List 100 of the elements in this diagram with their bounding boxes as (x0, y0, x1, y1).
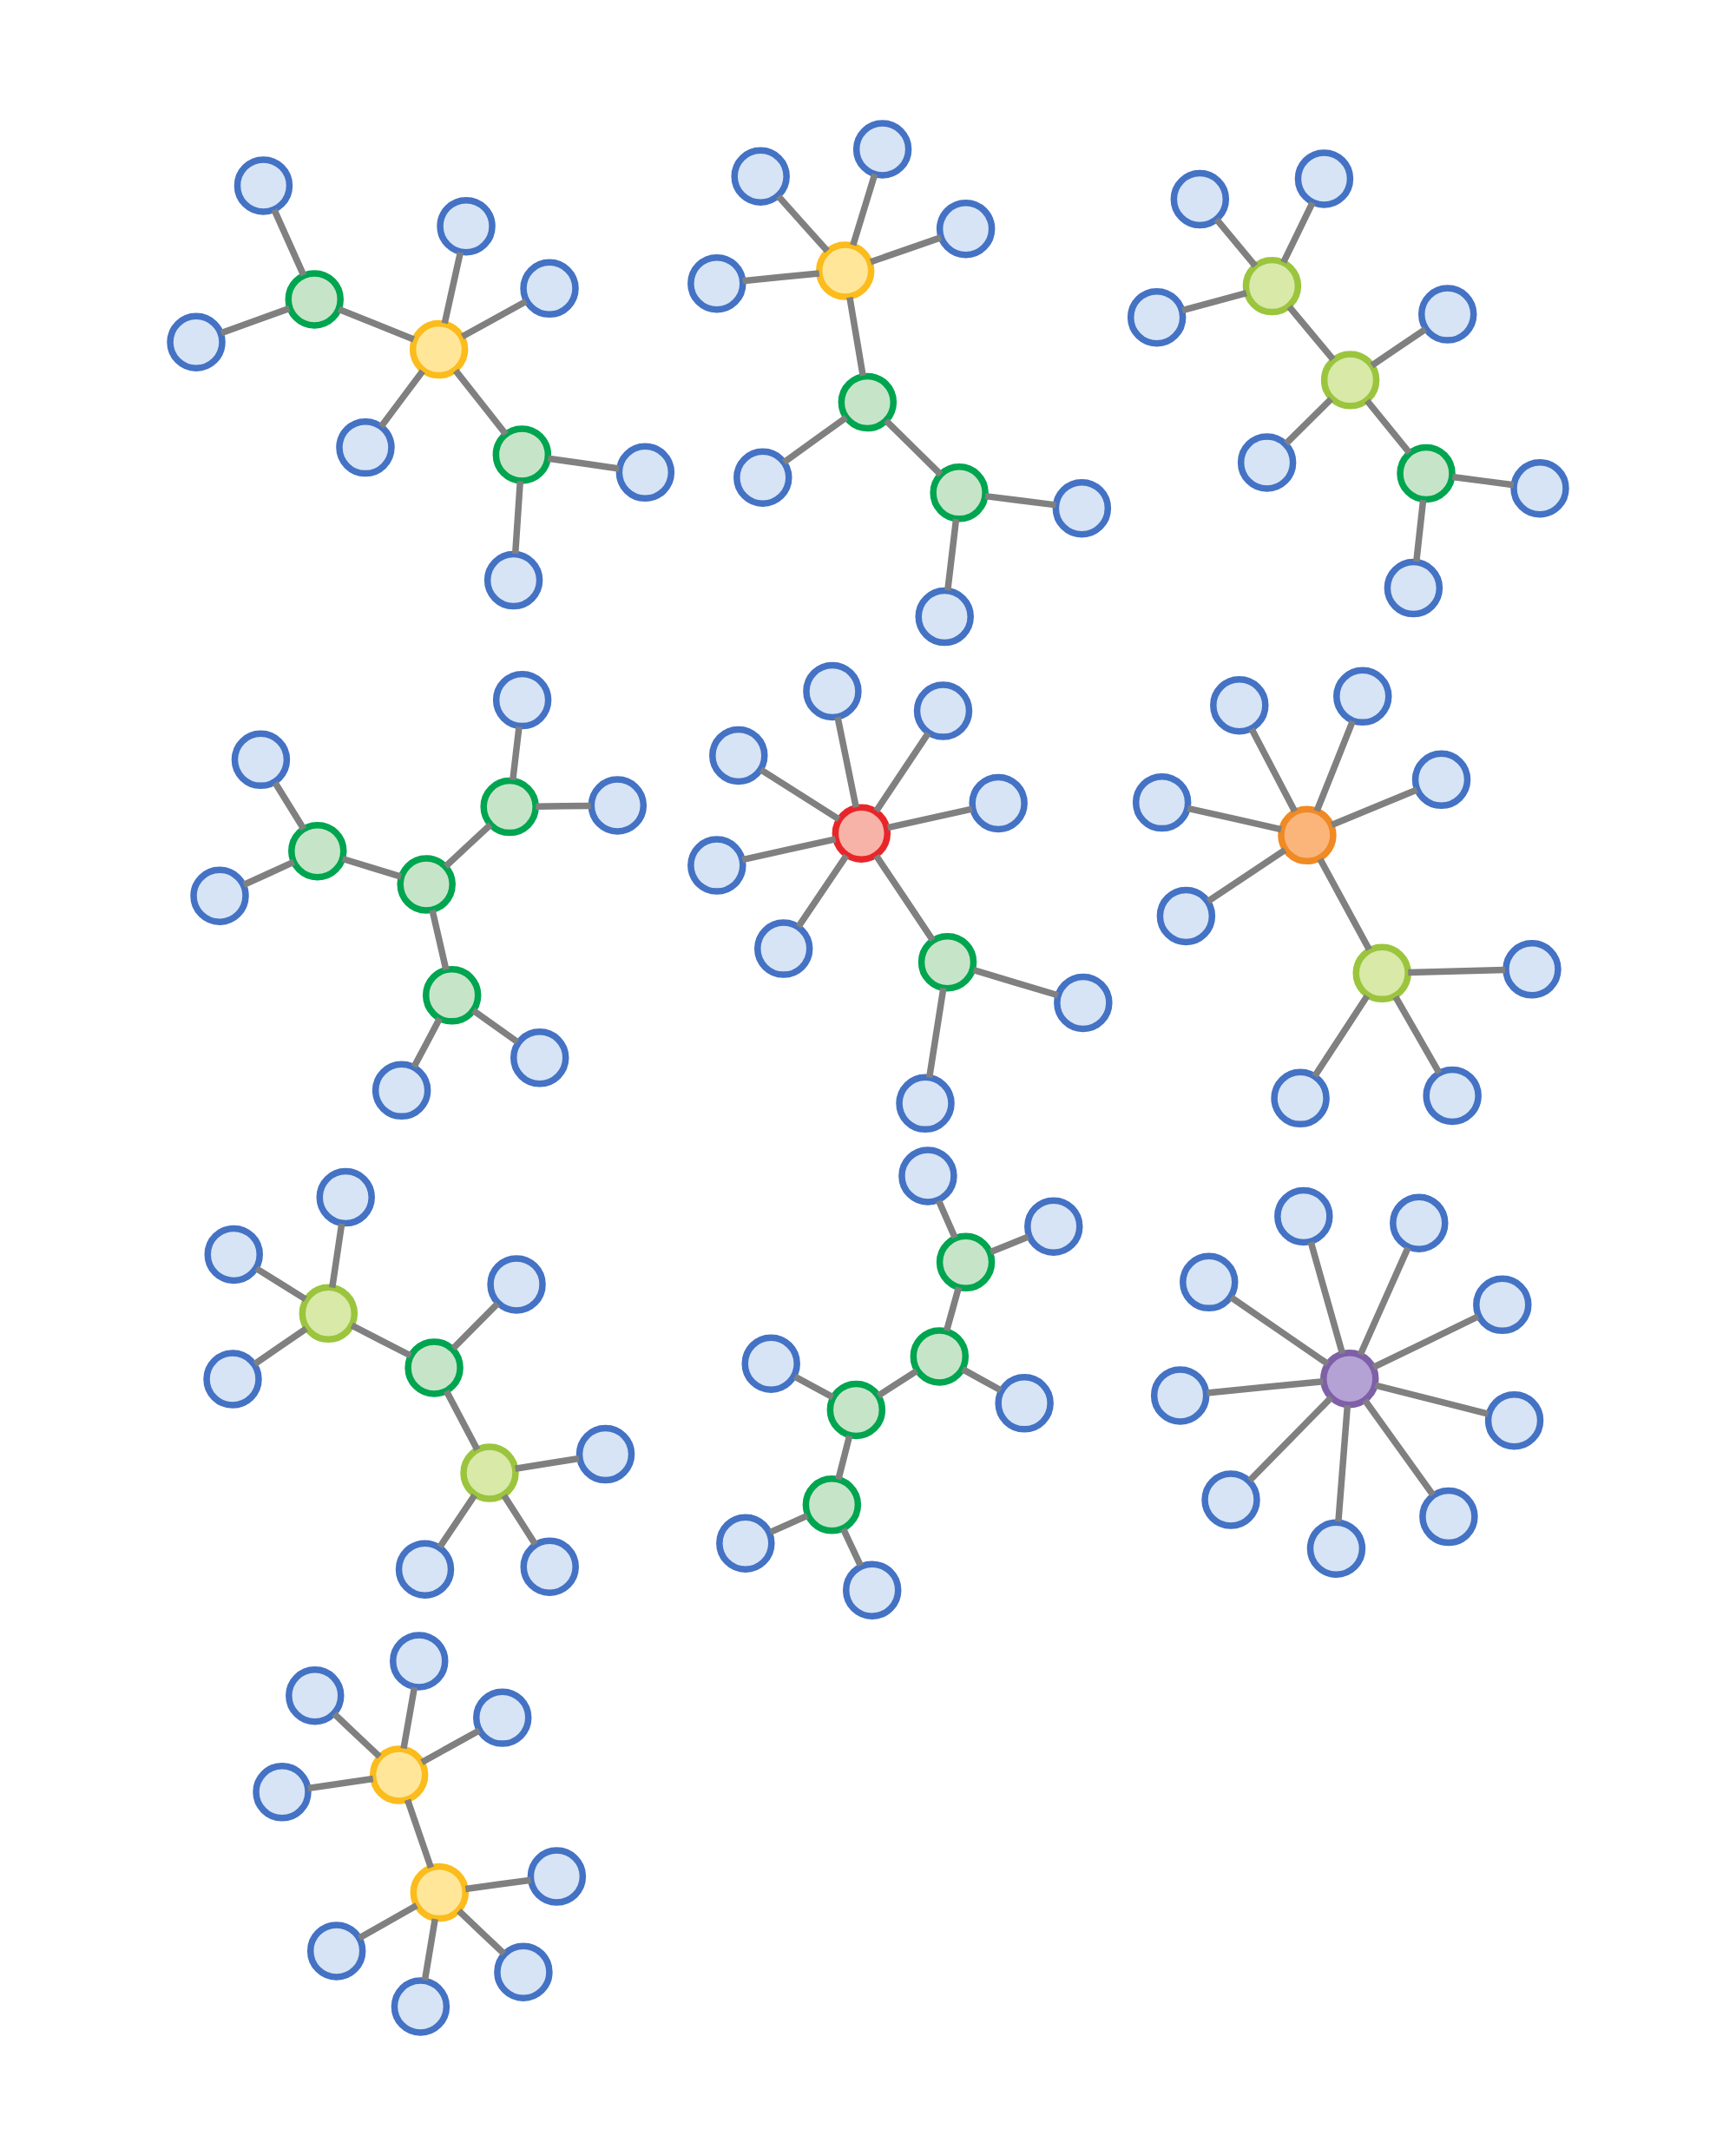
connector (404, 1798, 434, 1869)
connector (795, 853, 850, 929)
connector (337, 306, 415, 342)
node-circle (253, 1762, 312, 1821)
connector (1187, 805, 1282, 832)
node-circle (492, 424, 552, 484)
node-circle (492, 670, 552, 729)
node-circle (1384, 558, 1443, 617)
connector (984, 492, 1056, 509)
node-circle (709, 726, 768, 785)
connector (443, 1389, 481, 1451)
node-circle (167, 312, 226, 371)
connector (1247, 1395, 1334, 1483)
node-circle (1320, 350, 1380, 410)
connector (420, 1726, 482, 1765)
connector (1371, 1312, 1480, 1370)
connector (510, 726, 523, 780)
node-circle (286, 1666, 345, 1725)
connector (536, 802, 591, 810)
node-circle (409, 319, 469, 378)
node-circle (917, 932, 977, 991)
connector (437, 1493, 477, 1549)
connector (835, 1434, 853, 1481)
node-circle (1306, 1518, 1366, 1578)
node-circle (510, 1028, 569, 1087)
connector (1413, 499, 1427, 562)
connector (1357, 1245, 1411, 1356)
connector (332, 1711, 382, 1759)
connector (1392, 995, 1443, 1074)
node-circle (1242, 256, 1302, 315)
connector (253, 1325, 308, 1367)
node-circle (422, 965, 482, 1025)
node-circle (1024, 1196, 1083, 1256)
connector (886, 805, 973, 831)
node-circle (1418, 284, 1477, 344)
node-circle (190, 866, 249, 925)
node-circle (391, 1976, 450, 2036)
node-circle (299, 1284, 358, 1343)
connector (873, 731, 931, 812)
connector (470, 1007, 520, 1045)
connector (429, 909, 450, 970)
node-circle (838, 372, 898, 431)
node-circle (852, 119, 912, 179)
connector (411, 1016, 443, 1068)
connector (742, 269, 820, 284)
connector (220, 305, 291, 336)
node-circle (285, 269, 344, 329)
connector (884, 417, 944, 476)
connector (1335, 1404, 1351, 1521)
node-circle (615, 443, 675, 502)
connector (1248, 726, 1298, 813)
connector (768, 1512, 809, 1535)
node-circle (1274, 1186, 1333, 1245)
node-circle (1397, 443, 1456, 503)
node-circle (969, 773, 1028, 832)
connector (1307, 1240, 1346, 1354)
node-circle (316, 1167, 375, 1226)
node-circle (1278, 805, 1337, 864)
node-circle (1052, 478, 1112, 537)
connector (1370, 325, 1428, 368)
connector (925, 987, 947, 1078)
connector (1284, 396, 1333, 446)
node-circle (288, 821, 347, 880)
connector (547, 455, 620, 472)
connector (443, 822, 493, 869)
node-circle (520, 259, 579, 318)
connector (460, 298, 528, 339)
connector (876, 1368, 919, 1398)
node-circle (1510, 458, 1569, 517)
connector (741, 835, 837, 863)
connector (869, 233, 943, 265)
connector (759, 766, 841, 822)
connector (846, 296, 866, 376)
node-circle (815, 240, 875, 300)
connector (776, 194, 830, 253)
connector (1213, 216, 1259, 268)
connector (989, 1233, 1030, 1255)
connector (1374, 1382, 1489, 1417)
connector (1207, 1377, 1324, 1396)
node-circle (1170, 169, 1230, 228)
node-circle (575, 1424, 635, 1483)
node-circle (233, 155, 293, 215)
connector (1317, 857, 1372, 951)
connector (254, 1265, 307, 1302)
node-circle (473, 1687, 532, 1747)
node-circle (1484, 1390, 1544, 1449)
connector (307, 1775, 374, 1791)
node-circle (1180, 1252, 1239, 1311)
node-circle (520, 1537, 579, 1596)
node-circle (1271, 1068, 1330, 1127)
connector (453, 368, 509, 437)
node-circle (832, 804, 891, 863)
node-circle (1423, 1066, 1482, 1125)
node-circle (754, 918, 813, 978)
connector (1451, 473, 1515, 488)
node-circle (527, 1846, 587, 1906)
node-circle (1411, 750, 1471, 809)
node-circle (687, 835, 746, 895)
node-circle (369, 1744, 429, 1804)
node-circle (460, 1442, 519, 1502)
